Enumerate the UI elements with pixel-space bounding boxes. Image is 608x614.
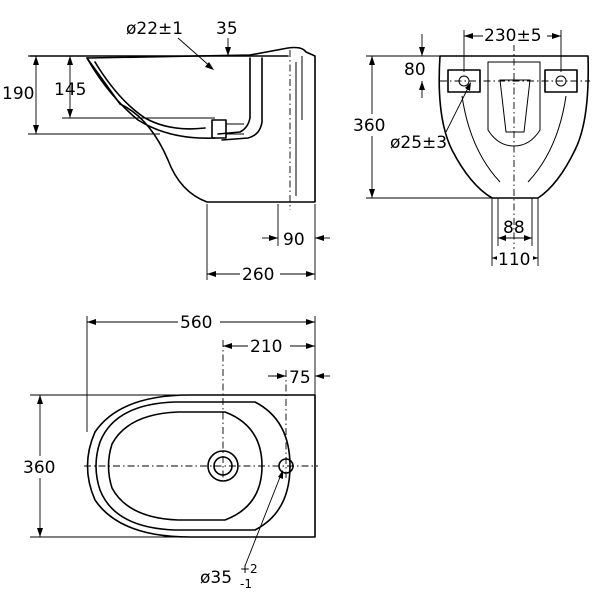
side-view: 190 145 ø22±1 35 90 260 (2, 19, 330, 285)
rear-view-dim-110-label: 110 (498, 250, 530, 270)
side-view-back-detail (295, 56, 303, 196)
side-view-dim-190-arrow-top (33, 56, 39, 65)
plan-view-dim-tap-tol-upper: +2 (240, 562, 258, 576)
plan-view-dim-75-arrow-right (315, 373, 324, 379)
side-view-dim-90-arrow-right (315, 235, 324, 241)
plan-view-dim-360-arrow-top (37, 395, 43, 404)
side-view-dim-260-label-bg (240, 263, 280, 283)
side-view-dim-90-arrow-left (269, 235, 278, 241)
rear-view-dim-110-label-bg (497, 249, 533, 269)
side-view-dim-pipe-arrow (205, 62, 214, 70)
plan-view-dim-360-label: 360 (23, 458, 55, 478)
plan-view-dim-tap-label: ø35 (200, 568, 232, 588)
rear-view-inner-curve (461, 95, 567, 183)
side-view-bowl-back (217, 57, 251, 135)
plan-view: 560 210 75 360 ø35 +2 -1 (22, 311, 330, 591)
rear-view-dim-outlet-arrow (465, 82, 471, 91)
rear-view-dim-88-arrow-left (498, 235, 506, 241)
side-view-outlet-pipe-inner (226, 123, 244, 135)
rear-view-dim-230-arrow-right (552, 33, 561, 39)
rear-view-dim-360-arrow-bottom (369, 189, 375, 198)
rear-view-dim-230-arrow-left (464, 33, 473, 39)
rear-view-dim-80-arrow-bottom (419, 81, 425, 90)
plan-view-dim-tap-arrow (278, 470, 283, 479)
plan-view-drain-outer (207, 450, 239, 482)
plan-view-dim-560-arrow-right (306, 319, 315, 325)
plan-view-dim-560-label-bg (178, 311, 220, 331)
side-view-bowl-back-inner (221, 57, 263, 141)
side-view-dim-260-label: 260 (242, 265, 274, 285)
plan-view-dim-360-arrow-bottom (37, 528, 43, 537)
plan-view-dim-210-label: 210 (250, 337, 282, 357)
side-view-dim-90-label: 90 (283, 230, 305, 250)
rear-view-dim-88-label: 88 (503, 218, 525, 238)
rear-view-dim-outlet-label: ø25±3 (390, 133, 447, 153)
side-view-dim-260-arrow-left (207, 271, 216, 277)
plan-view-bowl-inner (107, 411, 263, 521)
rear-view-dim-80-label: 80 (404, 60, 426, 80)
side-view-dim-pipe-leader (177, 37, 213, 69)
side-view-dim-145-label: 145 (54, 80, 86, 100)
rear-view: 230±5 80 360 ø25±3 88 110 (352, 25, 590, 270)
side-view-dim-190-label: 190 (2, 84, 34, 104)
rear-view-dim-80-arrow-top (419, 47, 425, 56)
plan-view-dim-tap-leader (244, 471, 283, 567)
side-view-dim-pipe-diameter-label: ø22±1 (126, 19, 183, 39)
rear-view-dim-360-label: 360 (353, 116, 385, 136)
side-view-dim-35-arrow (225, 47, 231, 56)
plan-view-dim-560-arrow-left (87, 319, 96, 325)
rear-view-dim-outlet-leader (445, 83, 471, 133)
plan-view-dim-210-arrow-left (223, 343, 232, 349)
plan-view-dim-560-label: 560 (180, 313, 212, 333)
side-view-dim-190-arrow-bottom (33, 125, 39, 134)
plan-view-dim-75-label: 75 (289, 368, 311, 388)
side-view-dim-35-label: 35 (216, 19, 238, 39)
plan-view-dim-75-arrow-left (277, 373, 286, 379)
plan-view-dim-210-label-bg (248, 335, 290, 355)
side-view-outlet-pipe (211, 119, 227, 139)
side-view-dim-260-arrow-right (306, 271, 315, 277)
side-view-bowl-front (86, 57, 216, 139)
rear-view-dim-360-label-bg (352, 114, 388, 136)
rear-view-dim-230-label: 230±5 (484, 26, 542, 46)
rear-view-dim-360-arrow-top (369, 56, 375, 65)
plan-view-dim-tap-tol-lower: -1 (240, 577, 252, 591)
plan-view-dim-210-arrow-right (306, 343, 315, 349)
rear-view-dim-230-label-bg (483, 25, 547, 45)
plan-view-bowl-rim (95, 401, 291, 531)
rear-view-outlet-detail (499, 79, 531, 133)
side-view-dim-145-arrow-bottom (67, 109, 73, 118)
side-view-body-outline (86, 46, 316, 203)
side-view-dim-145-arrow-top (67, 56, 73, 65)
rear-view-dim-88-arrow-right (524, 235, 532, 241)
plan-view-dim-360-label-bg (22, 456, 60, 478)
